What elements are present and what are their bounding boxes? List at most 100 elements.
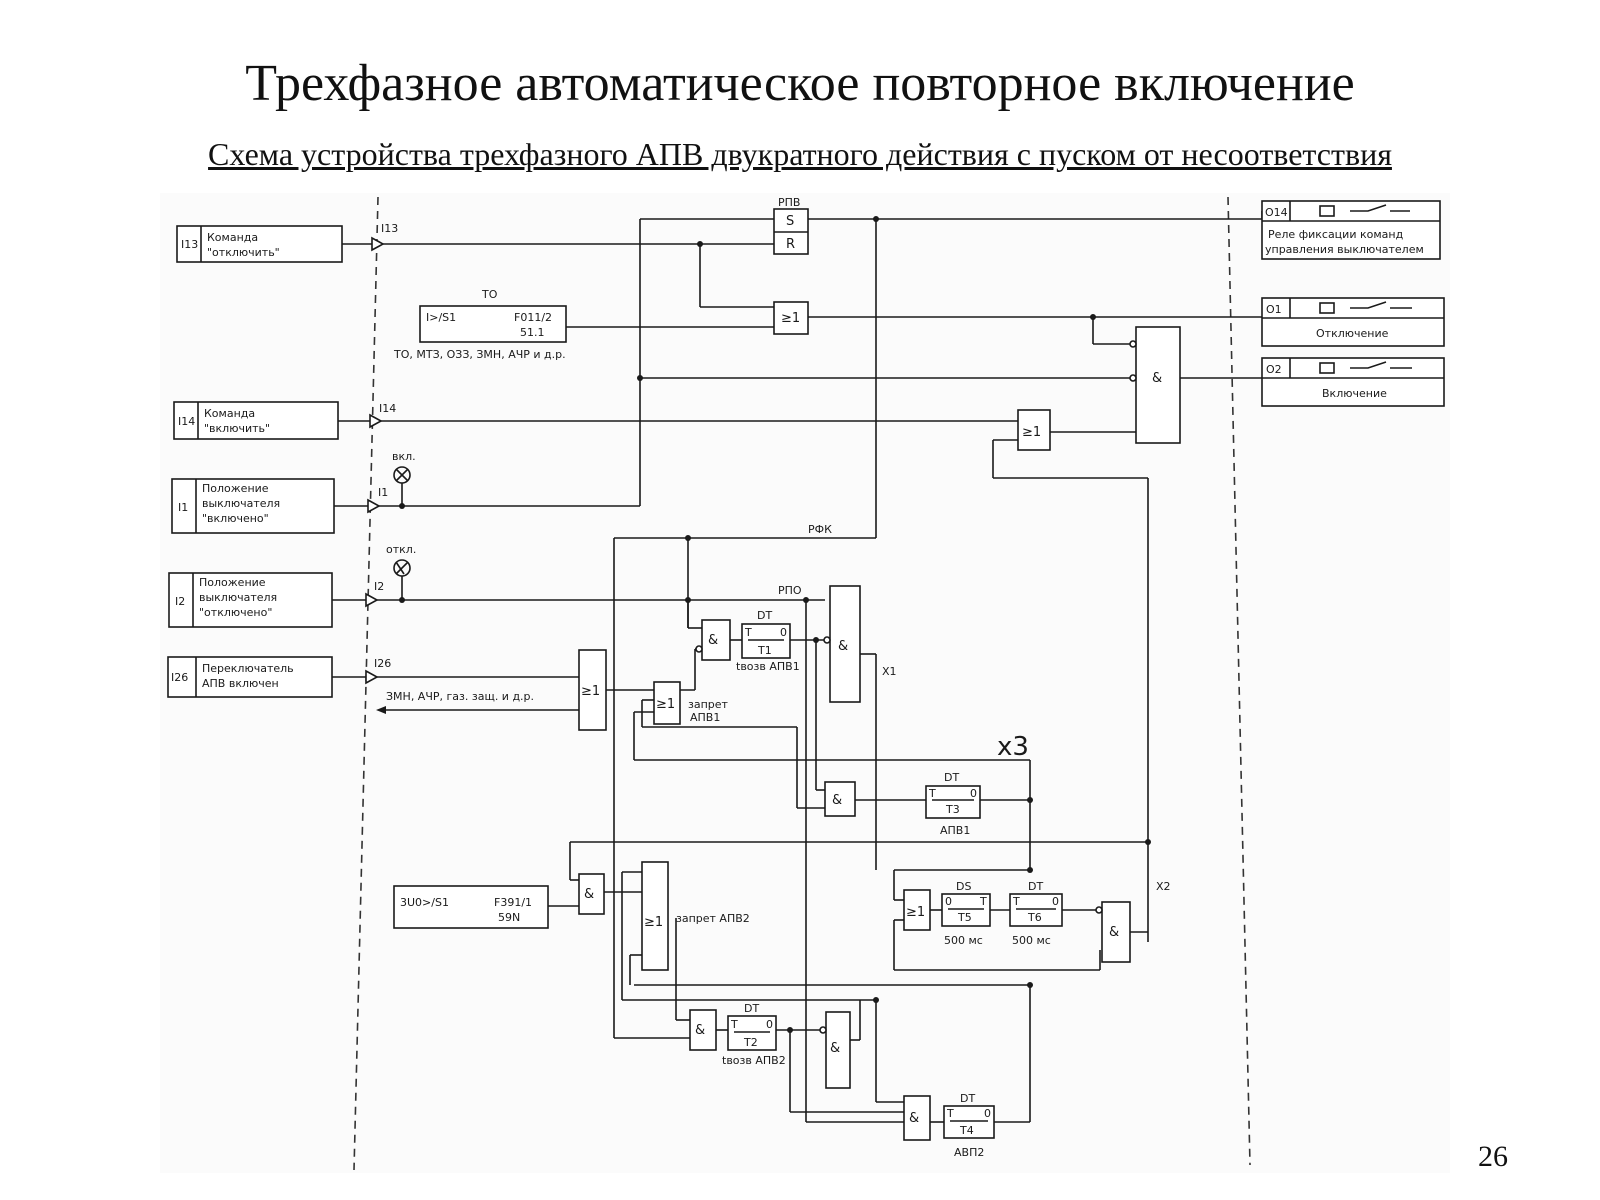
output-code: O1 xyxy=(1266,303,1282,316)
input-code: I2 xyxy=(175,595,185,608)
input-label-line1: Переключатель xyxy=(202,662,294,675)
u0-code: F391/1 xyxy=(494,896,532,909)
input-i2: I2 Положение выключателя "отключено" xyxy=(168,572,333,628)
timer-in: 0 xyxy=(945,895,952,908)
output-code: O14 xyxy=(1265,206,1288,219)
gate-symbol: ≥1 xyxy=(581,684,600,699)
junction-dots xyxy=(399,216,1151,1033)
to-function: I>/S1 xyxy=(426,311,456,324)
zapret1-label-b: АПВ1 xyxy=(690,711,720,724)
timer-t1: DT T 0 T1 tвозв АПВ1 xyxy=(736,609,800,673)
timer-in: T xyxy=(730,1018,738,1031)
timer-name: T1 xyxy=(757,644,772,657)
input-label-line1: Команда xyxy=(207,231,258,244)
relay-contact-icon xyxy=(1350,301,1412,309)
output-code: O2 xyxy=(1266,363,1282,376)
input-label-line2: "отключить" xyxy=(207,246,280,259)
lamp-on-label: вкл. xyxy=(392,450,416,463)
output-label-line2: управления выключателем xyxy=(1265,243,1424,256)
input-i26: I26 Переключатель АПВ включен xyxy=(167,656,333,698)
gate-symbol: ≥1 xyxy=(644,915,663,930)
timer-out: T xyxy=(979,895,987,908)
or-gate-zapret2: ≥1 xyxy=(641,861,669,971)
point-x2: X2 xyxy=(1156,880,1171,893)
point-x1: X1 xyxy=(882,665,897,678)
diagram-sheet xyxy=(160,193,1450,1173)
timer-note: tвозв АПВ1 xyxy=(736,660,800,673)
signal-label-i13: I13 xyxy=(381,222,398,235)
output-o14: O14 Реле фиксации команд управления выкл… xyxy=(1261,200,1441,260)
input-code: I1 xyxy=(178,501,188,514)
gate-symbol: & xyxy=(832,793,842,808)
timer-type: DT xyxy=(757,609,772,622)
input-label-line1: Положение xyxy=(202,482,269,495)
output-label-line1: Отключение xyxy=(1316,327,1389,340)
signal-label-i1: I1 xyxy=(378,486,388,499)
lamp-off-icon xyxy=(393,559,411,600)
input-i13: I13 Команда "отключить" xyxy=(176,225,343,263)
gate-symbol: & xyxy=(830,1041,840,1056)
to-note: ТО, МТЗ, ОЗЗ, ЗМН, АЧР и д.р. xyxy=(393,348,566,361)
timer-t4: DT T 0 T4 АВП2 xyxy=(943,1092,995,1159)
lamp-off-label: откл. xyxy=(386,543,416,556)
and-gate-t4: & xyxy=(903,1095,931,1141)
gate-symbol: & xyxy=(1109,925,1119,940)
and-gate-u0: & xyxy=(578,873,605,915)
and-gate-x1: & xyxy=(823,585,861,703)
signal-label-i14: I14 xyxy=(379,402,396,415)
timer-in: T xyxy=(946,1107,954,1120)
timer-type: DS xyxy=(956,880,971,893)
input-wires xyxy=(332,236,385,685)
rpv-set: S xyxy=(786,214,794,229)
timer-t5: DS 0 T T5 500 мс xyxy=(941,880,991,947)
gate-symbol: & xyxy=(708,633,718,648)
timer-note: 500 мс xyxy=(1012,934,1051,947)
input-label-line2: "включить" xyxy=(204,422,270,435)
timer-name: T5 xyxy=(957,911,972,924)
timer-note: 500 мс xyxy=(944,934,983,947)
u0-function: 3U0>/S1 xyxy=(400,896,449,909)
timer-name: T4 xyxy=(959,1124,974,1137)
and-gate-on: & xyxy=(1129,326,1181,444)
to-protection-block: ТО I>/S1 F011/2 51.1 ТО, МТЗ, ОЗЗ, ЗМН, … xyxy=(393,288,567,361)
and-gate-x2: & xyxy=(1095,901,1131,963)
or-gate-zapret1: ≥1 xyxy=(653,681,681,725)
to-ansi: 51.1 xyxy=(520,326,545,339)
relay-contact-icon xyxy=(1350,204,1410,212)
gate-symbol: ≥1 xyxy=(656,697,675,712)
main-wiring xyxy=(376,218,1262,1123)
timer-name: T2 xyxy=(743,1036,758,1049)
relay-coil-icon xyxy=(1319,205,1335,217)
gate-symbol: ≥1 xyxy=(781,311,800,326)
output-o2: O2 Включение xyxy=(1261,357,1445,407)
timer-in: T xyxy=(744,626,752,639)
timer-t6: DT T 0 T6 500 мс xyxy=(1009,880,1063,947)
u0-ansi: 59N xyxy=(498,911,520,924)
timer-in: T xyxy=(928,787,936,800)
to-header: ТО xyxy=(481,288,498,301)
rpo-label: РПО xyxy=(778,584,802,597)
timer-note: АПВ1 xyxy=(940,824,970,837)
timer-out: 0 xyxy=(766,1018,773,1031)
timer-out: 0 xyxy=(780,626,787,639)
slide-subtitle: Схема устройства трехфазного АПВ двукрат… xyxy=(208,136,1392,172)
input-code: I13 xyxy=(181,238,198,251)
zapret2-label: запрет АПВ2 xyxy=(676,912,750,925)
timer-name: T3 xyxy=(945,803,960,816)
to-code: F011/2 xyxy=(514,311,552,324)
relay-coil-icon xyxy=(1319,302,1335,314)
zapret1-label-a: запрет xyxy=(688,698,729,711)
timer-in: T xyxy=(1012,895,1020,908)
rfk-label: РФК xyxy=(808,523,832,536)
gate-symbol: ≥1 xyxy=(1022,425,1041,440)
extra-start-note: ЗМН, АЧР, газ. защ. и д.р. xyxy=(386,690,534,703)
timer-type: DT xyxy=(960,1092,975,1105)
output-label-line1: Включение xyxy=(1322,387,1387,400)
input-code: I14 xyxy=(178,415,195,428)
input-label-line3: "включено" xyxy=(202,512,269,525)
or-gate-off: ≥1 xyxy=(773,301,809,335)
timer-note: tвозв АПВ2 xyxy=(722,1054,786,1067)
output-boundary-line xyxy=(1227,196,1251,1166)
lamp-on-icon xyxy=(393,466,411,506)
